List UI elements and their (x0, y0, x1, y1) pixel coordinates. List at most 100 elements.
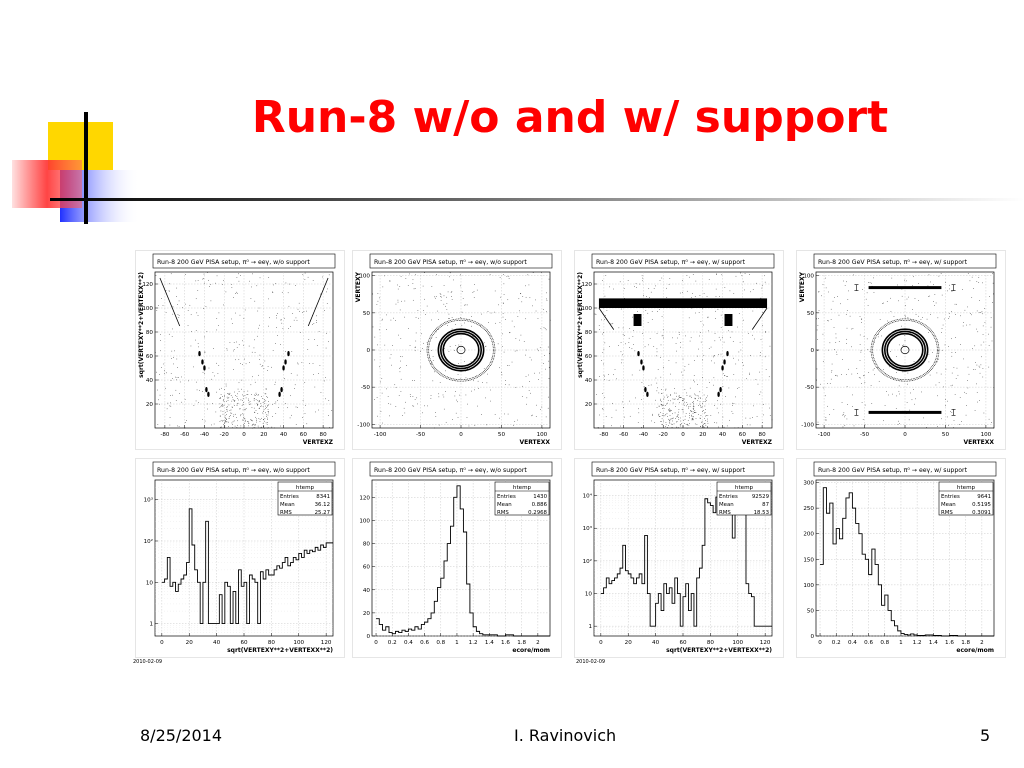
scatter-point (242, 404, 244, 405)
scatter-point (643, 295, 644, 296)
scatter-point (486, 382, 488, 384)
scatter-point (984, 308, 985, 309)
scatter-point (174, 350, 175, 352)
scatter-point (702, 308, 704, 310)
scatter-point (377, 415, 378, 417)
scatter-point (937, 426, 938, 427)
scatter-point (980, 356, 982, 358)
scatter-point (620, 308, 622, 310)
scatter-point (602, 333, 603, 335)
scatter-point (684, 389, 686, 390)
scatter-point (669, 411, 670, 412)
scatter-point (515, 387, 517, 388)
scatter-point (179, 381, 181, 383)
scatter-point (761, 285, 763, 287)
scatter-point (172, 328, 173, 330)
scatter-point (203, 278, 204, 279)
scatter-point (178, 377, 179, 378)
scatter-point (389, 280, 391, 281)
scatter-point (980, 344, 982, 346)
scatter-point (993, 387, 995, 388)
scatter-point (686, 402, 688, 403)
scatter-point (382, 422, 383, 424)
scatter-point (984, 322, 986, 323)
scatter-point (624, 335, 625, 336)
scatter-point (461, 324, 463, 326)
scatter-point (424, 405, 425, 407)
scatter-point (660, 421, 662, 422)
scatter-point (720, 403, 721, 405)
scatter-point (655, 399, 656, 401)
scatter-point (988, 345, 990, 346)
scatter-point (822, 361, 824, 362)
scatter-point (929, 295, 931, 297)
scatter-point (975, 362, 976, 363)
scatter-point (904, 340, 906, 341)
scatter-point (222, 396, 223, 397)
scatter-point (670, 410, 671, 412)
scatter-point (951, 338, 952, 340)
scatter-point (769, 345, 771, 347)
scatter-point (377, 344, 379, 346)
scatter-point (255, 410, 257, 411)
scatter-point (502, 313, 504, 314)
scatter-point (690, 410, 691, 411)
chart-panel-1: Run-8 200 GeV PISA setup, π⁰ → eeγ, w/o … (135, 250, 345, 450)
scatter-point (397, 288, 399, 290)
scatter-point (873, 277, 874, 279)
scatter-point (670, 400, 672, 402)
scatter-point (692, 274, 694, 275)
scatter-point (696, 423, 698, 425)
scatter-point (518, 310, 520, 312)
scatter-point (687, 404, 688, 405)
scatter-point (195, 339, 196, 341)
scatter-point (391, 364, 392, 366)
scatter-point (305, 405, 306, 406)
scatter-point (934, 294, 936, 295)
scatter-point (234, 400, 236, 401)
scatter-point (698, 348, 699, 350)
scatter-point (669, 415, 671, 416)
scatter-point (927, 285, 929, 287)
scatter-point (632, 336, 634, 337)
scatter-point (653, 346, 655, 347)
scatter-point (238, 399, 239, 401)
scatter-point (658, 416, 660, 417)
scatter-point (669, 408, 670, 410)
scatter-point (415, 317, 417, 318)
scatter-point (948, 318, 950, 319)
scatter-point (435, 337, 437, 338)
scatter-point (662, 404, 663, 406)
scatter-point (248, 400, 250, 402)
scatter-point (683, 403, 684, 405)
scatter-point (215, 282, 216, 284)
scatter-point (176, 287, 178, 289)
scatter-point (255, 392, 257, 394)
scatter-point (487, 373, 488, 375)
scatter-point (872, 369, 874, 371)
chart-panel-3: Run-8 200 GeV PISA setup, π⁰ → eeγ, w/ s… (574, 250, 784, 450)
scatter-point (196, 312, 198, 314)
scatter-point (236, 417, 237, 418)
scatter-point (769, 407, 771, 409)
x-tick-label: 0 (903, 432, 907, 438)
scatter-point (980, 312, 981, 313)
stats-box-name: htemp (957, 485, 976, 491)
scatter-point (694, 398, 696, 399)
scatter-point (846, 310, 848, 311)
scatter-point (224, 415, 226, 417)
scatter-point (499, 322, 501, 323)
scatter-point (621, 359, 623, 361)
scatter-point (245, 419, 246, 421)
scatter-point (677, 416, 678, 417)
scatter-point (685, 335, 686, 337)
scatter-point (691, 293, 693, 294)
stats-box-key: RMS (941, 510, 953, 516)
scatter-point (226, 349, 228, 351)
scatter-point (237, 420, 239, 422)
scatter-point (264, 427, 265, 429)
scatter-point (898, 385, 900, 387)
scatter-point (513, 425, 515, 426)
scatter-point (240, 275, 241, 276)
scatter-point (760, 339, 762, 340)
